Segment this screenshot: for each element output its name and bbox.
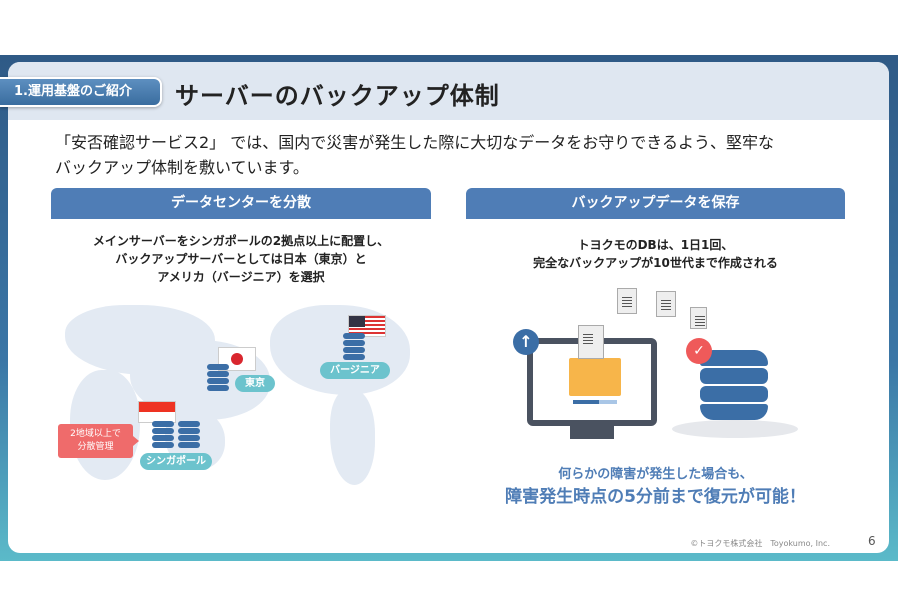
usa-flag-icon	[348, 315, 386, 337]
right-description: トヨクモのDBは、1日1回、 完全なバックアップが10世代まで作成される	[466, 236, 845, 272]
singapore-label: シンガポール	[140, 453, 212, 470]
virginia-server-icon	[343, 333, 365, 361]
tokyo-server-icon	[207, 364, 229, 392]
section-tag: 1.運用基盤のご紹介	[0, 77, 162, 107]
virginia-label: バージニア	[320, 362, 390, 379]
left-section-heading: データセンターを分散	[51, 188, 431, 219]
intro-text: 「安否確認サービス2」 では、国内で災害が発生した際に大切なデータをお守りできる…	[55, 130, 855, 180]
japan-flag-icon	[218, 347, 256, 371]
desc-line: バックアップサーバーとしては日本（東京）と	[115, 252, 367, 266]
callout-line: 分散管理	[77, 442, 114, 452]
left-description: メインサーバーをシンガポールの2拠点以上に配置し、 バックアップサーバーとしては…	[51, 232, 431, 286]
desc-line: メインサーバーをシンガポールの2拠点以上に配置し、	[92, 234, 390, 248]
copyright: ©トヨクモ株式会社 Toyokumo, Inc.	[690, 539, 830, 548]
callout-line: 2地域以上で	[70, 429, 121, 439]
database-shadow	[672, 420, 798, 438]
intro-line: バックアップ体制を敷いています。	[55, 158, 309, 177]
document-icon	[656, 291, 676, 317]
tokyo-label: 東京	[235, 375, 275, 392]
desc-line: 完全なバックアップが10世代まで作成される	[533, 256, 778, 270]
singapore-flag-icon	[138, 401, 176, 423]
document-icon	[617, 288, 637, 314]
recovery-highlight: 障害発生時点の5分前まで復元が可能！	[505, 487, 806, 507]
check-icon: ✓	[686, 338, 712, 364]
desc-line: トヨクモのDBは、1日1回、	[577, 238, 734, 252]
right-section-heading: バックアップデータを保存	[466, 188, 845, 219]
page-title: サーバーのバックアップ体制	[175, 82, 500, 110]
database-icon	[700, 350, 768, 420]
singapore-server-icon	[152, 421, 174, 449]
upload-arrow-icon: ↑	[513, 329, 539, 355]
desc-line: アメリカ（バージニア）を選択	[157, 270, 325, 284]
monitor-stand	[570, 425, 614, 439]
recovery-note: 何らかの障害が発生した場合も、	[558, 467, 753, 482]
callout-distributed: 2地域以上で 分散管理	[58, 424, 139, 458]
document-icon	[578, 325, 604, 359]
document-icon	[690, 307, 707, 329]
singapore-server-icon	[178, 421, 200, 449]
page-number: 6	[868, 534, 876, 548]
intro-line: 「安否確認サービス2」 では、国内で災害が発生した際に大切なデータをお守りできる…	[55, 133, 774, 152]
